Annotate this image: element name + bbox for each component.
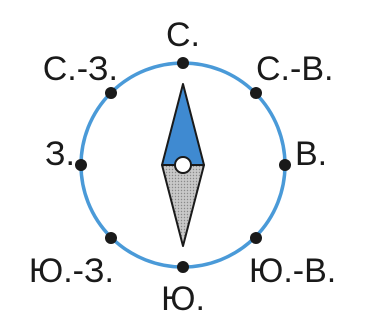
dot-northwest	[105, 87, 117, 99]
needle-south	[162, 165, 204, 246]
needle-pivot	[175, 157, 191, 173]
label-east: В.	[295, 135, 327, 173]
label-northwest: С.-З.	[43, 50, 118, 88]
label-west: З.	[45, 135, 75, 173]
needle-north	[162, 84, 204, 165]
dot-west	[75, 159, 87, 171]
dot-south	[177, 261, 189, 273]
dot-southeast	[250, 232, 262, 244]
label-southeast: Ю.-В.	[249, 252, 336, 290]
dot-east	[279, 159, 291, 171]
label-north: С.	[166, 16, 200, 54]
compass-needle	[162, 84, 204, 246]
label-south: Ю.	[161, 280, 205, 318]
dot-southwest	[105, 232, 117, 244]
label-northeast: С.-В.	[256, 50, 333, 88]
dot-northeast	[250, 87, 262, 99]
label-southwest: Ю.-З.	[29, 252, 114, 290]
dot-north	[177, 57, 189, 69]
